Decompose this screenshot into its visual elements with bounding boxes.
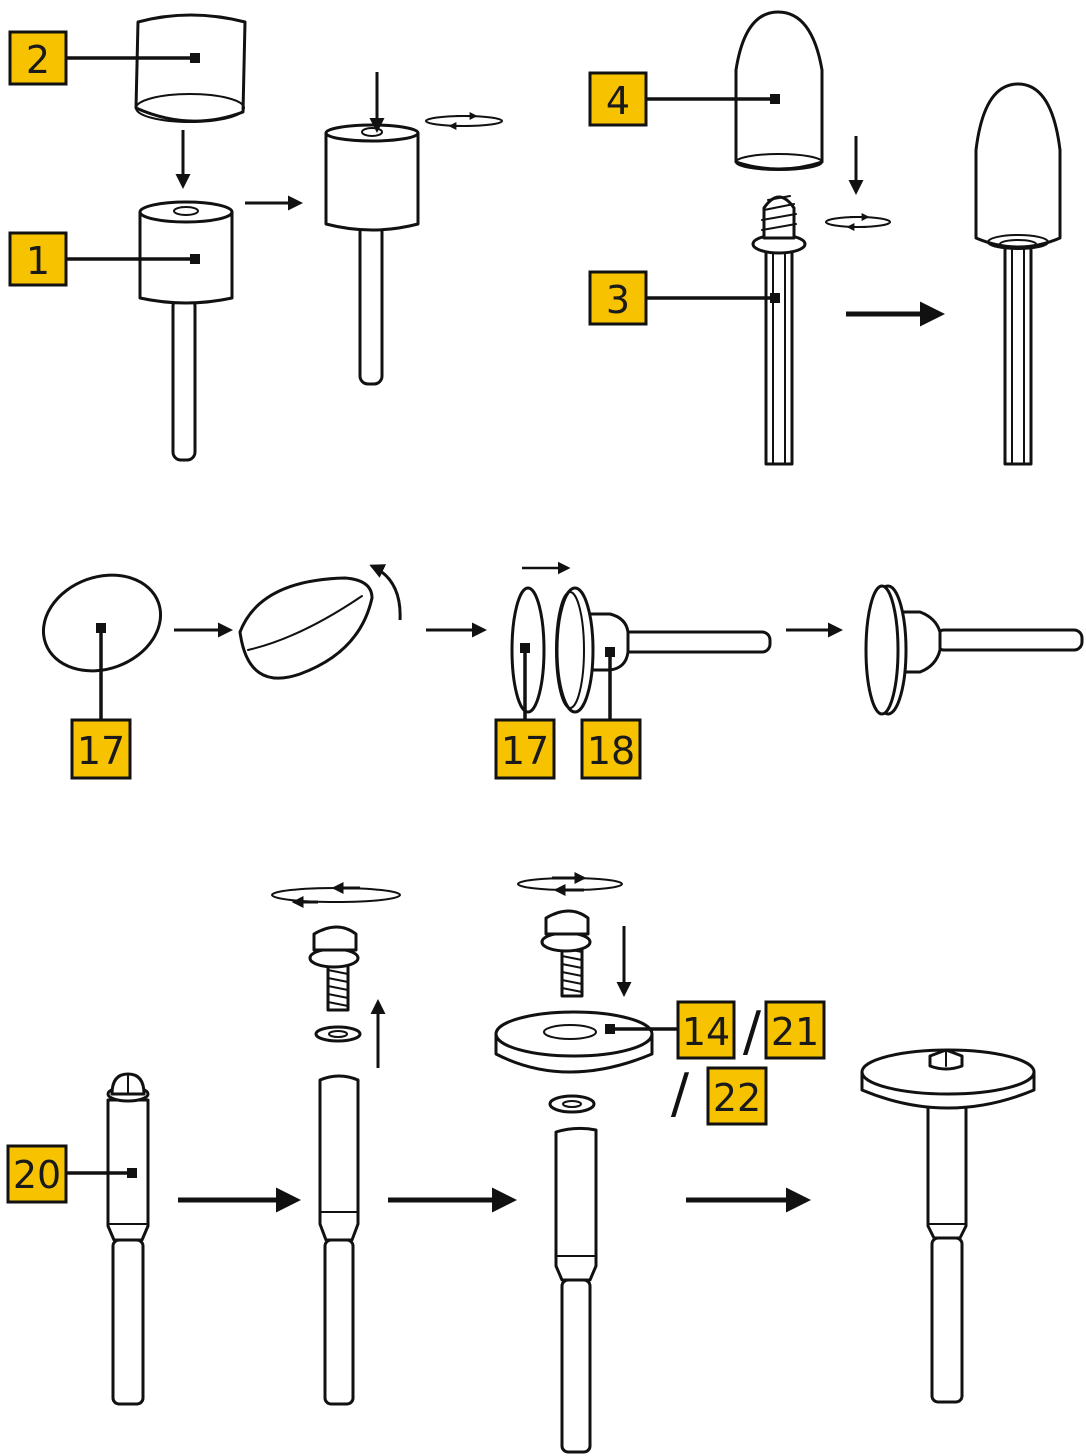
- sanding-drum-mandrel-part: [138, 200, 234, 462]
- callout-label-17b-text: 17: [501, 729, 549, 773]
- callout-label-20-text: 20: [13, 1153, 61, 1197]
- callout-label-21: 21: [764, 1000, 826, 1060]
- leader-line-17a: [96, 623, 106, 720]
- callout-label-20: 20: [6, 1144, 68, 1204]
- mandrel-screw-part: [308, 925, 362, 1043]
- leader-line-3: [646, 293, 780, 303]
- mandrel-shaft-part: [318, 1074, 360, 1406]
- mandrel-screw-part: [540, 909, 592, 998]
- callout-label-2: 2: [8, 30, 68, 86]
- callout-label-2-text: 2: [26, 38, 50, 82]
- separator-slash-2: /: [671, 1062, 690, 1125]
- assembled-grinding-wheel: [860, 1048, 1036, 1404]
- leader-line-14: [605, 1024, 680, 1034]
- callout-label-22-text: 22: [713, 1076, 761, 1120]
- leader-line-4: [646, 94, 780, 104]
- callout-label-17a-text: 17: [77, 729, 125, 773]
- screw-mandrel-part: [106, 1072, 150, 1406]
- callout-label-3: 3: [588, 270, 648, 326]
- leader-line-1: [66, 254, 200, 264]
- callout-label-17a: 17: [70, 718, 132, 780]
- disc-holder-mandrel-part: [555, 586, 772, 714]
- polishing-tip-part: [734, 10, 824, 171]
- rotate-arrow-icon: [517, 872, 623, 896]
- washer-part: [548, 1094, 596, 1114]
- screw-mandrel-part: [751, 195, 807, 466]
- assembled-abrasive-disc: [864, 584, 1084, 716]
- callout-label-4-text: 4: [606, 79, 630, 123]
- leader-line-17b: [520, 643, 530, 720]
- assembled-polishing-tip: [974, 82, 1062, 466]
- grinding-wheel-part: [494, 1010, 654, 1074]
- callout-label-14-text: 14: [682, 1010, 730, 1054]
- callout-label-21-text: 21: [771, 1010, 819, 1054]
- callout-label-17b: 17: [494, 718, 556, 780]
- callout-label-22: 22: [706, 1066, 768, 1126]
- rotate-arrow-icon: [425, 112, 503, 130]
- callout-label-3-text: 3: [606, 278, 630, 322]
- callout-label-1-text: 1: [26, 239, 50, 283]
- callout-label-18-text: 18: [587, 729, 635, 773]
- callout-label-14: 14: [676, 1000, 736, 1060]
- sanding-drum-sleeve-part: [134, 13, 247, 123]
- rotate-arrow-icon: [825, 213, 891, 231]
- callout-label-1: 1: [8, 231, 68, 287]
- leader-line-2: [66, 53, 200, 63]
- callout-label-18: 18: [580, 718, 642, 780]
- curved-arrow-icon: [369, 564, 402, 621]
- mandrel-shaft-part: [554, 1126, 598, 1454]
- leader-line-18: [605, 647, 615, 720]
- rotate-arrow-icon: [271, 882, 401, 908]
- leader-line-20: [66, 1168, 137, 1178]
- assembled-sanding-drum: [324, 123, 420, 386]
- separator-slash-1: /: [743, 1000, 762, 1063]
- folded-abrasive-disc: [238, 576, 374, 680]
- callout-label-4: 4: [588, 71, 648, 127]
